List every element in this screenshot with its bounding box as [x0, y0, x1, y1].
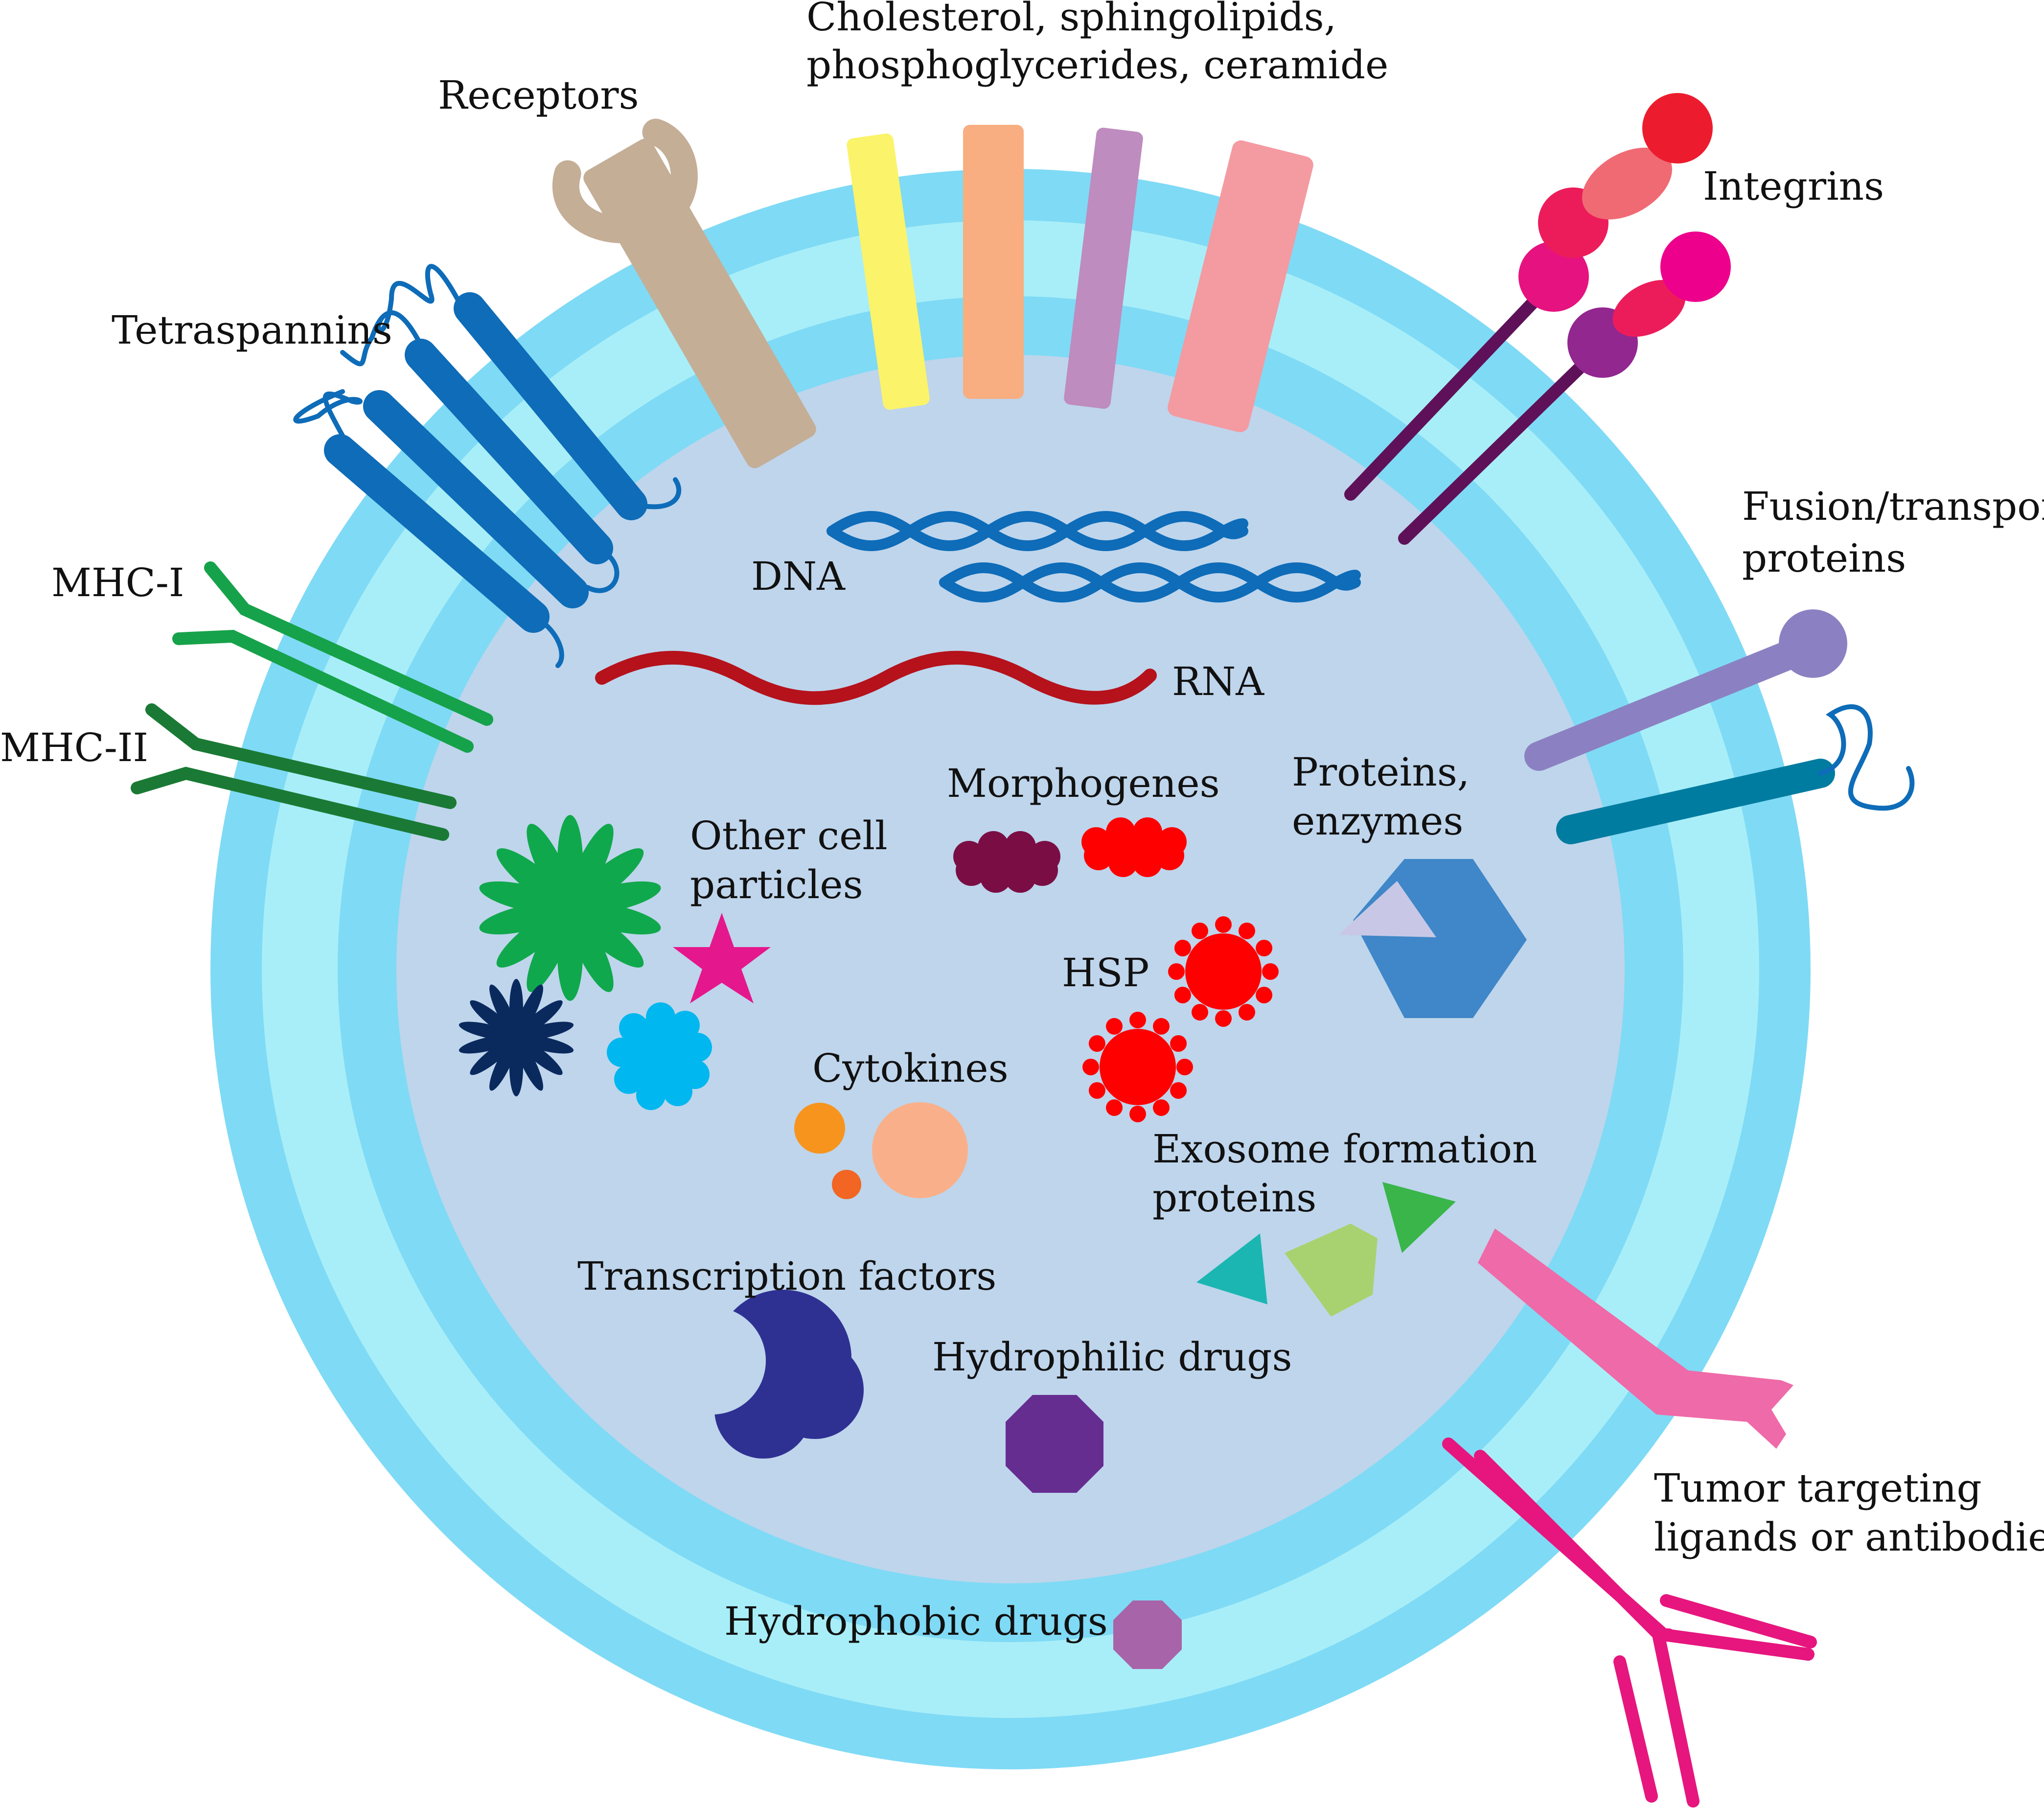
transcription-factor-icon — [658, 1290, 864, 1459]
label-receptors: Receptors — [438, 72, 639, 118]
navy-star-icon — [459, 979, 574, 1096]
exosome-formation-icon — [1196, 1182, 1456, 1317]
hsp-icon-2 — [1082, 1012, 1193, 1122]
hydrophobic-drug-icon — [1113, 1600, 1182, 1669]
morphogene-red-icon — [1081, 817, 1187, 877]
antibody-icon — [1442, 1438, 1817, 1808]
label-fusion-line2: proteins — [1742, 535, 1906, 581]
pink-star-icon — [673, 913, 771, 1003]
dna-icon — [827, 511, 1361, 603]
cytokine-icon — [794, 1102, 968, 1199]
lipid-pink-bar — [1168, 140, 1313, 433]
label-other-line2: particles — [690, 862, 863, 907]
mhc2-icon — [131, 703, 457, 841]
label-mhc2: MHC-II — [0, 725, 148, 770]
label-tumor-line1: Tumor targeting — [1654, 1465, 1982, 1511]
label-hydrophilic: Hydrophilic drugs — [932, 1334, 1292, 1380]
label-integrins: Integrins — [1703, 163, 1884, 209]
label-dna: DNA — [751, 554, 846, 599]
label-fusion-line1: Fusion/transport — [1742, 484, 2044, 529]
label-proteins-line1: Proteins, — [1292, 749, 1470, 795]
label-cytokines: Cytokines — [812, 1045, 1009, 1091]
tumor-ligand-icon — [1478, 1229, 1793, 1449]
label-exosome-line1: Exosome formation — [1152, 1126, 1538, 1172]
fusion-transport-icon — [1524, 609, 1915, 844]
label-exosome-line2: proteins — [1152, 1175, 1316, 1221]
mhc1-icon — [172, 561, 493, 753]
lipid-bars — [847, 125, 1313, 433]
label-hsp: HSP — [1062, 950, 1149, 996]
protein-enzyme-icon — [1338, 859, 1527, 1018]
cyan-blob-icon — [607, 1002, 712, 1110]
label-other-line1: Other cell — [690, 813, 888, 858]
tetraspannin-icon — [293, 264, 682, 668]
label-proteins-line2: enzymes — [1292, 798, 1463, 844]
lipid-yellow-bar — [847, 133, 930, 410]
integrin-icon — [1344, 93, 1731, 545]
label-tetraspannins: Tetraspannins — [112, 307, 392, 353]
lipid-purple-bar — [1064, 127, 1143, 409]
receptor-icon — [552, 118, 816, 468]
lipid-orange-bar — [963, 125, 1024, 399]
label-hydrophobic: Hydrophobic drugs — [724, 1599, 1108, 1644]
hydrophilic-drug-icon — [1006, 1395, 1103, 1493]
label-lipids-line2: phosphoglycerides, ceramide — [806, 42, 1388, 88]
morphogene-dark-icon — [953, 831, 1060, 893]
label-tumor-line2: ligands or antibodies — [1654, 1514, 2044, 1560]
rna-icon — [595, 650, 1157, 705]
label-morphogenes: Morphogenes — [947, 761, 1220, 806]
label-lipids-line1: Cholesterol, sphingolipids, — [806, 0, 1336, 40]
label-transcription: Transcription factors — [577, 1253, 996, 1299]
green-flower-icon — [479, 815, 661, 1001]
label-rna: RNA — [1172, 659, 1264, 704]
hsp-icon-1 — [1168, 916, 1279, 1027]
label-mhc1: MHC-I — [51, 560, 184, 605]
